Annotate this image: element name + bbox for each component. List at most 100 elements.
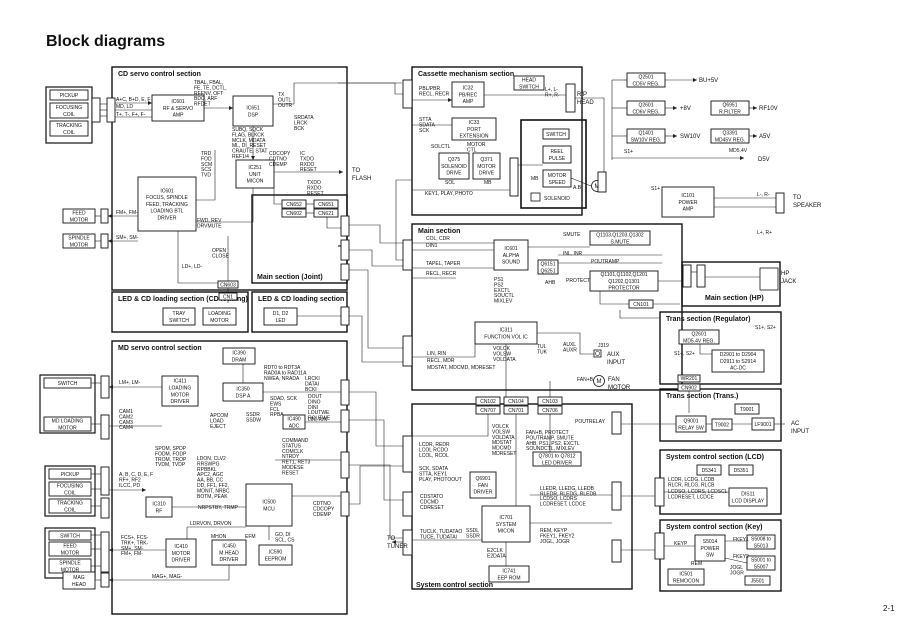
block-text: Q1101,Q1102,Q1201 (600, 272, 647, 278)
signal-line: FM+, FM- (121, 551, 143, 557)
block-text: DIS11 (741, 492, 755, 498)
block-text: IC410 (174, 544, 188, 550)
section-trans-reg (659, 311, 782, 385)
signal-line: AUXR (563, 347, 577, 353)
jack-icon-aux (593, 349, 602, 358)
block-text: EEPROM (265, 556, 287, 562)
connector-sys-left1 (402, 435, 413, 473)
connector-main-hp-conn (682, 264, 692, 288)
connector-cn102: CN102 (475, 396, 501, 406)
block-text: MOTOR (171, 392, 190, 398)
block-frame (678, 329, 720, 345)
pickup2-group-frame (44, 465, 96, 517)
block-frame (202, 307, 237, 326)
block-frame (696, 464, 722, 476)
connector-cn652: CN652 (281, 199, 307, 209)
signal-line: LCOL RCDO (419, 447, 448, 453)
signal-line: SDATA (419, 122, 436, 128)
block-text: Q6901 (475, 476, 490, 482)
connector-joint-c3 (340, 263, 350, 281)
signal-line: PS1 (494, 277, 504, 283)
signal-tr2: S1+, S2+ (674, 351, 695, 357)
block-text: AC-DC (730, 366, 746, 372)
block-text: MAG (73, 575, 85, 581)
ac-label-1: AC (791, 421, 800, 427)
connector-label: CN701 (508, 408, 524, 414)
block-frame (451, 117, 497, 141)
wire (326, 217, 341, 229)
signal-cs4: SOLCTL (431, 144, 451, 150)
block-frame (235, 159, 275, 189)
block-text: Q1103,Q1203,Q1302 (596, 233, 644, 239)
tie-line (349, 315, 403, 363)
block-text: MOTOR (70, 242, 89, 248)
signal-line: CAM1 (119, 409, 133, 415)
block-j5501: J5501 (744, 575, 771, 586)
block-text: Q6951 (722, 103, 737, 109)
signal-line: CAM4 (119, 425, 133, 431)
block-text: FOCUS, SPINDLE (146, 195, 188, 201)
section-title-cassette: Cassette mechanism section (418, 71, 514, 78)
signal-line: APCOM (210, 413, 228, 419)
signal-line: VOLSW (492, 429, 510, 435)
block-text: COIL (63, 130, 75, 136)
connector-frame (537, 396, 563, 406)
connector-frame (597, 171, 607, 193)
signal-line: TROM, TROP (155, 457, 187, 463)
block-text: DRIVER (158, 216, 177, 222)
block-text: RF (156, 508, 163, 514)
block-frame (48, 541, 92, 557)
block-frame (589, 270, 659, 292)
ac-label-2: INPUT (791, 429, 809, 435)
wire (699, 344, 712, 355)
connector-cn707: CN707 (475, 405, 501, 415)
signal-md9: LIN, RIN (308, 417, 328, 423)
block-text: IC310 (152, 502, 166, 508)
block-frame (49, 89, 89, 101)
block-frame (232, 95, 274, 127)
signal-line: TXDO (307, 180, 321, 186)
signal-line: TUK (537, 349, 548, 355)
connector-cn1: CN1 (218, 292, 238, 301)
wire (177, 231, 218, 284)
signal-line: FLAG, BLKCK (232, 132, 265, 138)
section-title-led-cd-loading: LED & CD loading section (CD loading) (118, 296, 248, 303)
block-frame (222, 382, 264, 402)
signal-line: EXCTL (494, 288, 510, 294)
connector-md-right-conn1 (340, 379, 350, 406)
signal-line: POUTRAMP, SMUTE (526, 435, 575, 441)
block-text: IC450 (222, 544, 236, 550)
signal-line: TUCLK, TUDATAO (420, 529, 462, 535)
signal-md21: MAG+, MAG- (152, 574, 182, 580)
signal-mn4: RECL, RECR (426, 271, 457, 277)
rp-head-label-1: R/P (577, 92, 587, 98)
block-text: MD LOADING (52, 419, 84, 425)
block-frame (43, 416, 92, 432)
motor-letter: M (597, 379, 602, 385)
signal-line: R+, R- (545, 92, 560, 98)
signal-line: VOLDATA (493, 357, 516, 363)
signal-line: MONIT, NRBC (197, 488, 230, 494)
signal-line: MDSTAT (492, 440, 512, 446)
block-text: MICON (498, 529, 515, 535)
signal-line: DINI (308, 405, 318, 411)
block-text: MICON (247, 179, 264, 185)
section-title-main-hp: Main section (HP) (705, 295, 764, 302)
signal-line: CDTNO (269, 156, 287, 162)
block-text: Q2601 (638, 103, 653, 109)
signal-line: L+, L- (545, 87, 558, 93)
signal-line: MDCMD (492, 446, 512, 452)
signal-line: RF+, RF2 (119, 477, 141, 483)
connector-frame (537, 405, 563, 415)
